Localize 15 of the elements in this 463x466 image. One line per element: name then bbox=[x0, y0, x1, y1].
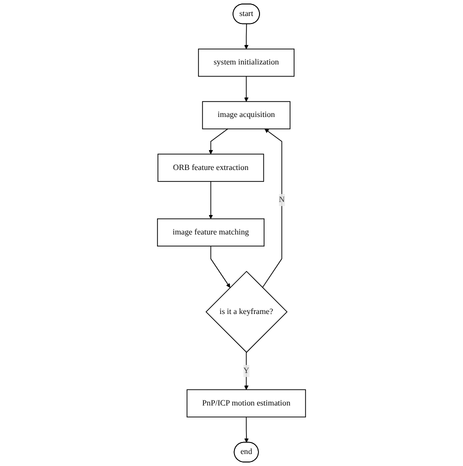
node-box: ORB feature extraction bbox=[158, 154, 264, 182]
node-box: image feature matching bbox=[157, 218, 264, 246]
node-box: PnP/ICP motion estimation bbox=[186, 389, 306, 418]
node-box: system initialization bbox=[198, 48, 294, 77]
arrow bbox=[244, 76, 248, 102]
node-diamond: is it a keyframe? bbox=[206, 270, 288, 353]
arrow bbox=[244, 416, 249, 443]
arrow bbox=[208, 128, 228, 154]
arrow bbox=[262, 128, 282, 288]
arrow bbox=[208, 181, 213, 219]
edge-label: N bbox=[278, 196, 285, 204]
node-box: image acquisition bbox=[202, 101, 290, 130]
edge-label: Y bbox=[243, 366, 250, 376]
arrow bbox=[210, 246, 230, 288]
arrow bbox=[244, 24, 248, 50]
